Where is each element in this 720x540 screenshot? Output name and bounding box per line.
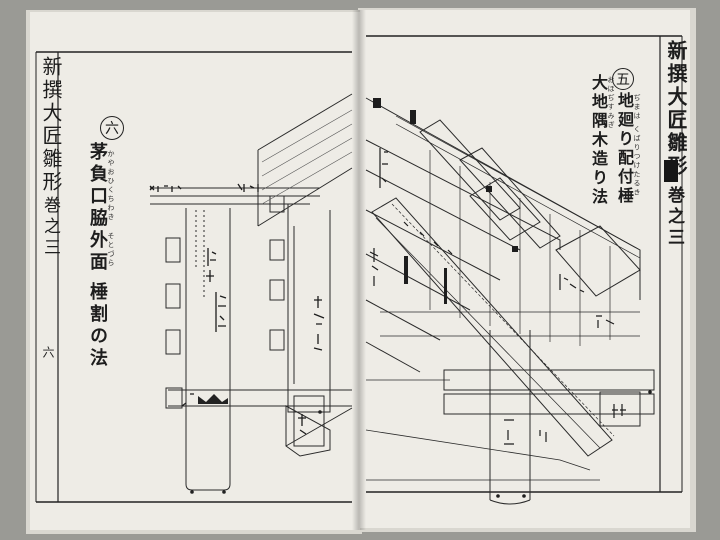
left-header-title: 新撰大匠雛形 xyxy=(39,56,63,194)
right-section-ruby-line1: ぢまは くばりつけたるき xyxy=(633,94,641,198)
right-diagram-outer-lines xyxy=(365,379,600,481)
gutter-shadow xyxy=(352,10,366,530)
left-section-ruby-line1: かやおひくちわき xyxy=(107,150,115,222)
left-diagram-rafter-blocks xyxy=(165,195,325,447)
right-diagram-labels xyxy=(373,98,652,498)
left-page xyxy=(30,12,360,530)
left-header-volume: 巻之三 xyxy=(40,196,60,259)
right-header-title: 新撰大匠雛形 xyxy=(664,40,688,178)
left-section-title-line2: 棰割の法 xyxy=(87,282,108,370)
right-diagram-grid xyxy=(380,115,641,346)
right-diagram-beams xyxy=(443,330,655,505)
section-number-six-label: 六 xyxy=(105,121,119,137)
section-number-five: 五 xyxy=(612,68,634,90)
right-section-title-line2: 大地隅木造り法 xyxy=(589,74,608,207)
left-diagram-hatching xyxy=(261,109,353,205)
right-page xyxy=(360,10,690,528)
left-diagram-vertical-members xyxy=(185,204,331,491)
left-section-ruby-line2: そとづら xyxy=(107,232,115,268)
left-diagram-marks xyxy=(190,394,322,494)
right-diagram-hip-rafter xyxy=(371,197,615,457)
right-diagram-annotation-strokes xyxy=(369,148,626,445)
right-header-black-mark xyxy=(664,160,678,182)
right-section-ruby-line2: おほぢすみぎ xyxy=(607,76,615,130)
left-diagram-horizontal-members xyxy=(150,187,352,407)
left-diagram-annotation-strokes xyxy=(149,183,325,435)
right-header-volume: 巻之三 xyxy=(664,186,684,249)
section-number-six: 六 xyxy=(100,116,124,140)
section-number-five-label: 五 xyxy=(616,72,630,88)
left-section-title-line1: 茅負口脇外面 xyxy=(87,142,108,274)
right-diagram-roof-fan xyxy=(365,97,641,373)
left-page-number: 六 xyxy=(41,346,55,358)
right-section-title-line1: 地廻り配付棰 xyxy=(615,92,634,206)
left-diagram-diagonals xyxy=(257,93,353,457)
